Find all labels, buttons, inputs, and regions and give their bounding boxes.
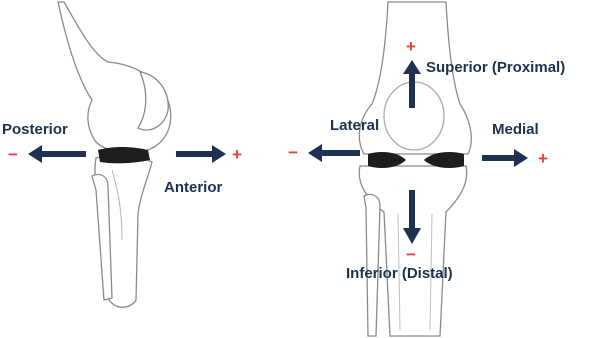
superior-label: Superior (Proximal) [426, 60, 565, 75]
posterior-label: Posterior [2, 122, 68, 137]
inferior-minus-sign: − [406, 246, 416, 263]
lateral-minus-sign: − [288, 144, 298, 161]
inferior-label: Inferior (Distal) [346, 266, 453, 281]
anterior-arrow [176, 145, 226, 163]
lateral-label: Lateral [330, 118, 379, 133]
posterior-arrow [28, 145, 86, 163]
lateral-arrow [308, 144, 360, 162]
anterior-label: Anterior [164, 180, 222, 195]
posterior-minus-sign: − [8, 146, 18, 163]
anterior-plus-sign: + [232, 146, 242, 163]
medial-arrow [482, 149, 528, 167]
medial-label: Medial [492, 122, 539, 137]
side-meniscus [98, 147, 150, 163]
superior-plus-sign: + [406, 38, 416, 55]
medial-plus-sign: + [538, 150, 548, 167]
